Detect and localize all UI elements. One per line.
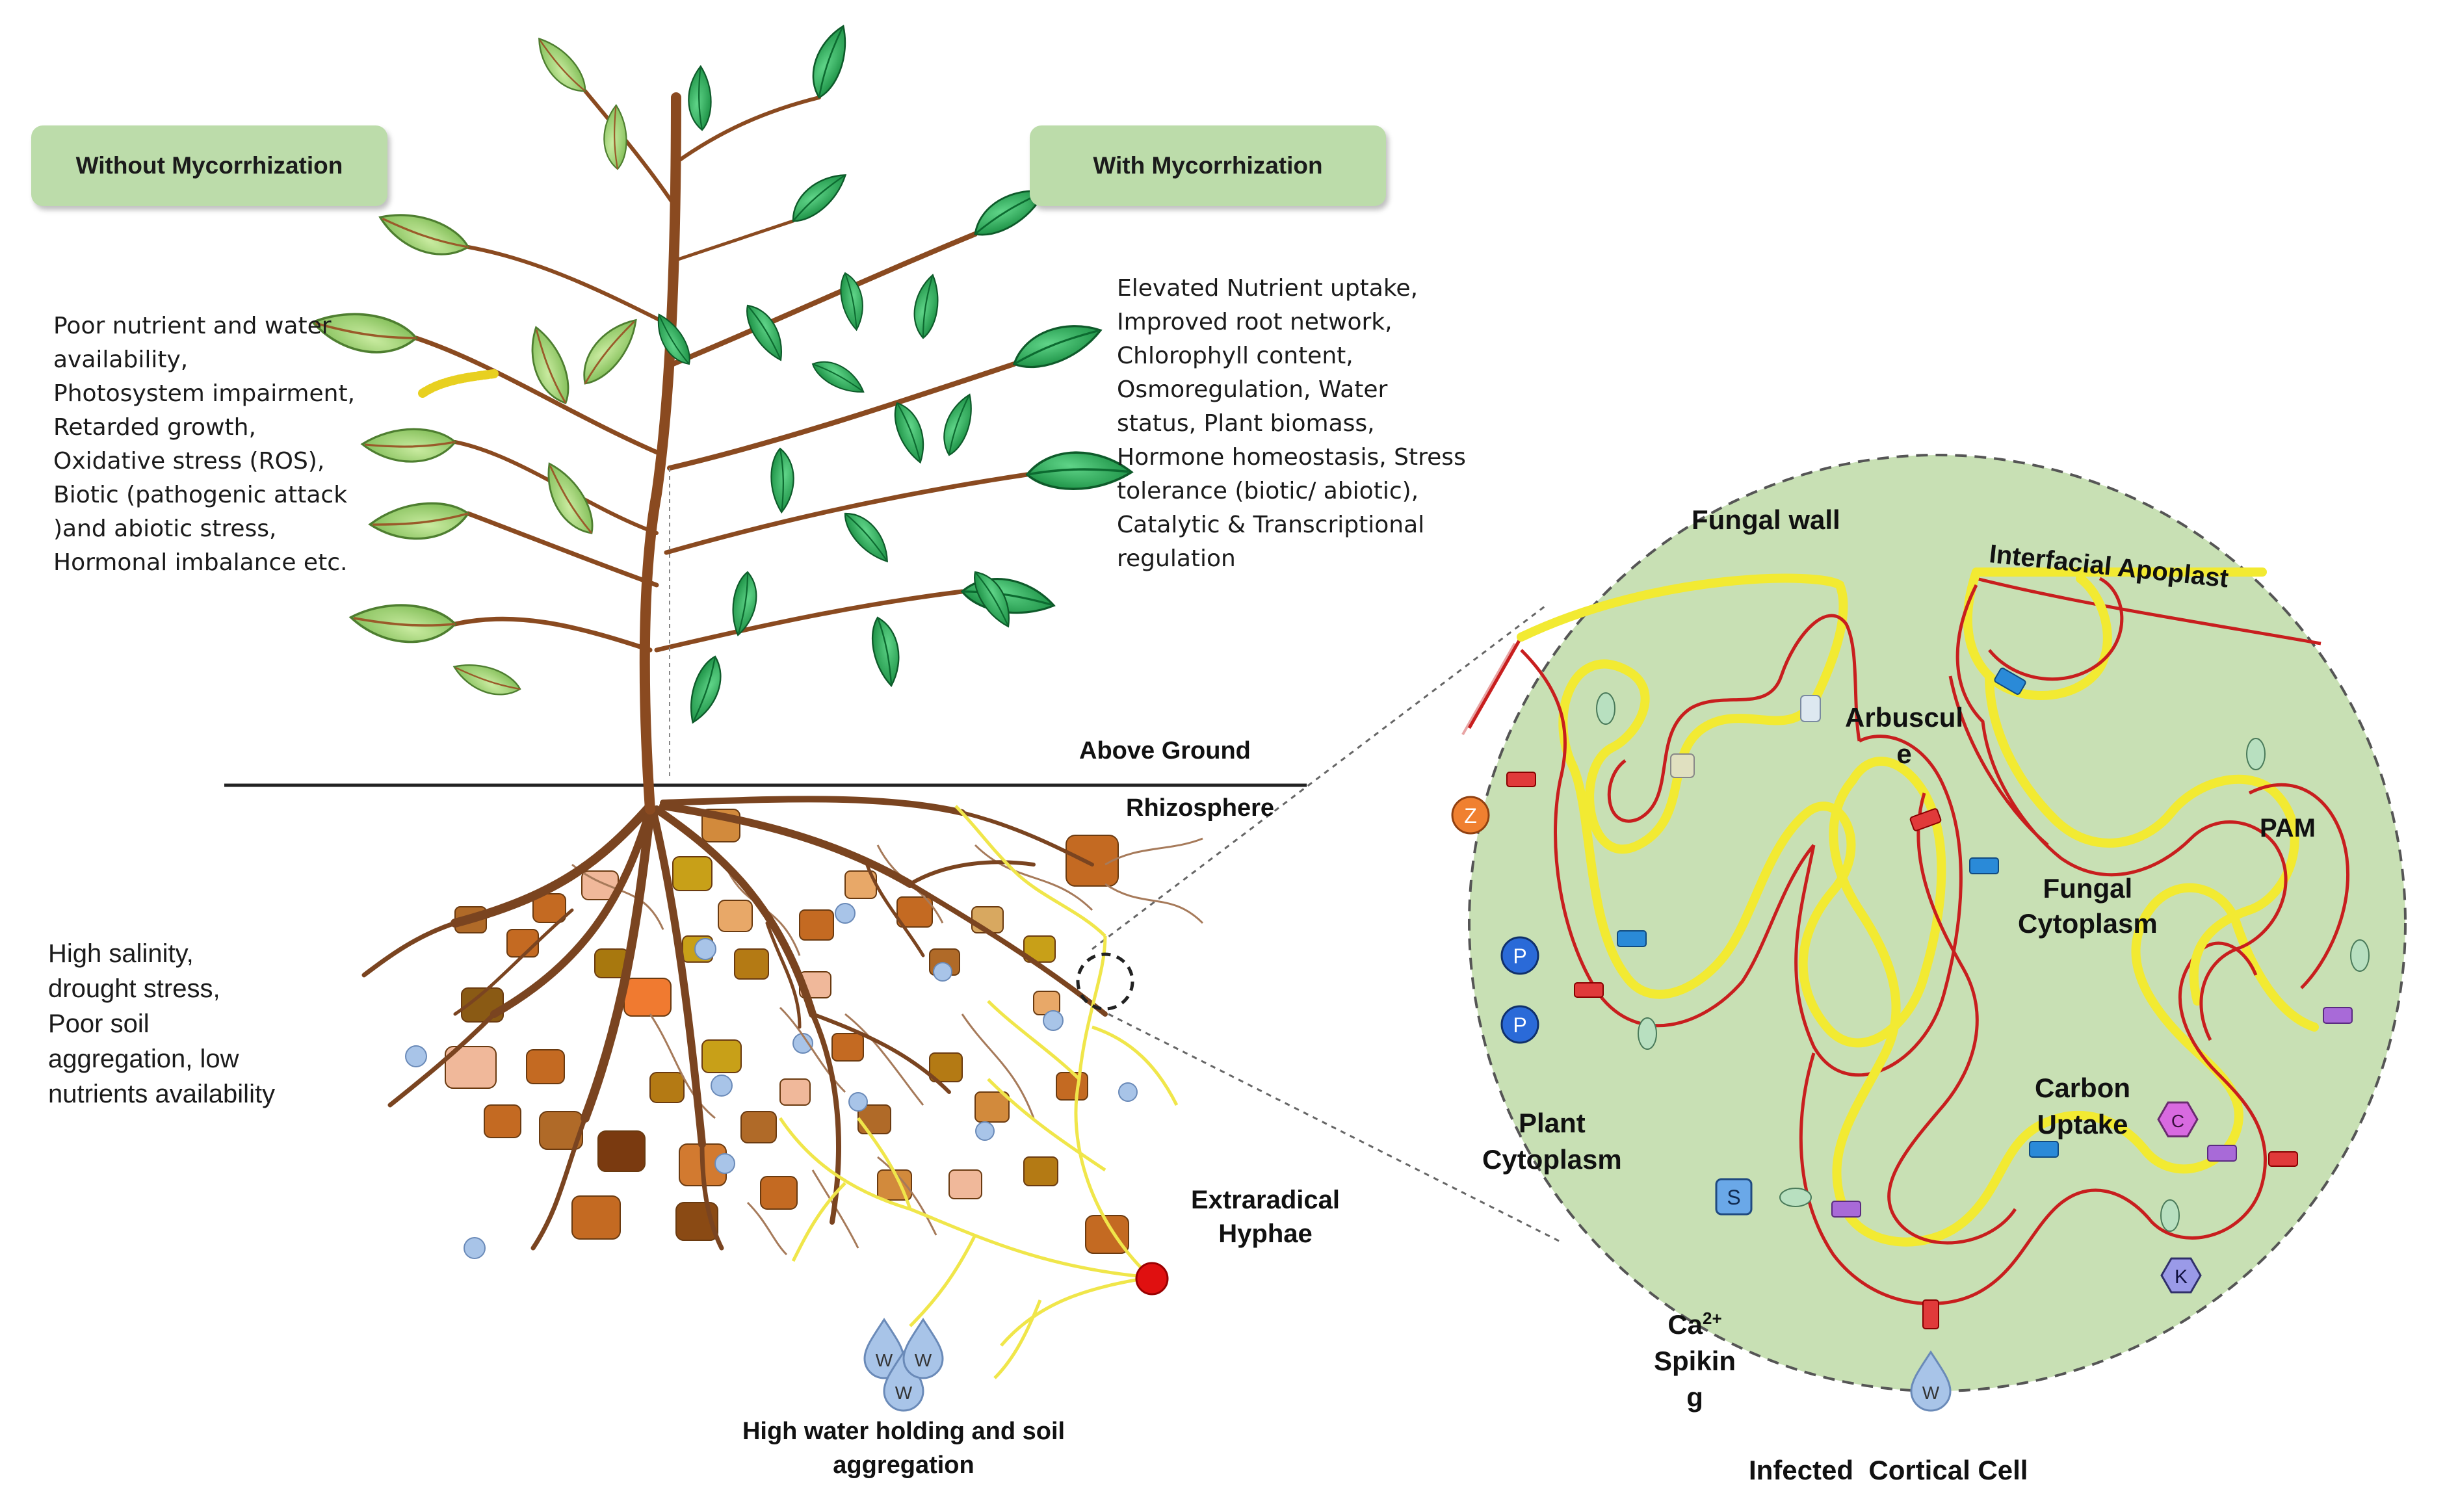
carbon-uptake-line-1: Carbon (2035, 1073, 2130, 1103)
with-effect: tolerance (biotic/ abiotic), (1117, 478, 1419, 504)
with-effect: regulation (1117, 545, 1236, 572)
droplet-w3: W (902, 1318, 944, 1379)
zoom-target-circle (1076, 952, 1134, 1011)
ion-p1: P (1500, 936, 1539, 975)
caterpillar-icon (418, 369, 499, 398)
soil-condition: drought stress, (48, 974, 220, 1003)
pam-label: PAM (2260, 814, 2316, 842)
ion-p2: P (1500, 1005, 1539, 1044)
with-effect: status, Plant biomass, (1117, 410, 1375, 437)
ion-s-label: S (1727, 1186, 1740, 1209)
with-effect: Catalytic & Transcriptional (1117, 512, 1425, 538)
without-effect: availability, (53, 346, 189, 373)
ion-k: K (2160, 1257, 2202, 1294)
droplet-w2-label: W (895, 1383, 913, 1403)
with-effect: Chlorophyll content, (1117, 343, 1353, 369)
without-effects-list: Poor nutrient and water availability, Ph… (53, 309, 355, 580)
hypha-tip (1135, 1262, 1169, 1296)
spiking-line-1: Spikin (1654, 1346, 1736, 1376)
without-effect: Poor nutrient and water (53, 313, 332, 339)
droplet-w1: W (863, 1318, 905, 1379)
ion-s: S (1715, 1178, 1753, 1216)
without-effect: Retarded growth, (53, 414, 256, 441)
rhizosphere-label: Rhizosphere (1126, 794, 1275, 822)
carbon-uptake-label: Carbon Uptake (2035, 1070, 2130, 1143)
water-holding-line-1: High water holding and soil (742, 1418, 1066, 1445)
with-effects-list: Elevated Nutrient uptake, Improved root … (1117, 272, 1466, 576)
fungal-cytoplasm-line-1: Fungal (2043, 873, 2133, 904)
droplet-w1-label: W (876, 1350, 893, 1370)
infected-cortical-cell-label: Infected Cortical Cell (1749, 1455, 2028, 1485)
without-effect: Oxidative stress (ROS), (53, 448, 325, 475)
with-effect: Improved root network, (1117, 309, 1392, 335)
main-roots (361, 796, 1108, 1251)
soil-condition: Poor soil (48, 1010, 150, 1038)
plant-cytoplasm-label: Plant Cytoplasm (1482, 1105, 1622, 1178)
extraradical-hyphae-label: Extraradical Hyphae (1191, 1183, 1340, 1251)
extraradical-line-1: Extraradical (1191, 1186, 1340, 1214)
fungal-cytoplasm-label: Fungal Cytoplasm (2018, 871, 2158, 941)
arbuscule-line-1: Arbuscul (1845, 702, 1964, 733)
without-effect: Photosystem impairment, (53, 380, 356, 407)
soil-condition: nutrients availability (48, 1080, 276, 1108)
arbuscule-line-2: e (1896, 738, 1912, 769)
with-effect: Osmoregulation, Water (1117, 376, 1388, 403)
ion-z-label: Z (1464, 804, 1477, 828)
ca-line: Ca2+ (1654, 1300, 1736, 1343)
ion-w: W (1910, 1350, 1952, 1412)
water-holding-label: High water holding and soil aggregation (715, 1414, 1092, 1482)
arbuscule-label: Arbuscul e (1845, 699, 1963, 772)
ion-z: Z (1451, 796, 1490, 835)
infected-cortical-cell: Z P P S C K W (1451, 454, 2407, 1412)
soil-particles (445, 809, 1129, 1254)
ion-k-label: K (2175, 1266, 2188, 1288)
extraradical-hyphae-lines (778, 805, 1179, 1379)
ion-p1-label: P (1513, 945, 1526, 968)
droplet-w2: W (883, 1350, 924, 1412)
soil-droplets (405, 903, 1138, 1259)
without-effect: Biotic (pathogenic attack (53, 482, 348, 508)
soil-conditions-list: High salinity, drought stress, Poor soil… (48, 936, 275, 1112)
soil-condition: aggregation, low (48, 1045, 239, 1073)
ca-superscript: 2+ (1703, 1309, 1722, 1328)
spiking-line-2: g (1686, 1382, 1703, 1413)
carbon-uptake-line-2: Uptake (2037, 1109, 2128, 1140)
droplet-w3-label: W (915, 1350, 932, 1370)
ca-text: Ca (1667, 1309, 1703, 1340)
ion-c: C (2157, 1101, 2199, 1138)
with-mycorrhization-label: With Mycorrhization (1030, 125, 1386, 206)
without-effect: )and abiotic stress, (53, 515, 277, 542)
fungal-cytoplasm-line-2: Cytoplasm (2018, 908, 2158, 939)
ion-c-label: C (2171, 1111, 2184, 1131)
zoom-lines (1092, 603, 1561, 1243)
plant-cytoplasm-line-2: Cytoplasm (1482, 1144, 1622, 1175)
transporters (1506, 668, 2370, 1329)
with-effect: Hormone homeostasis, Stress (1117, 444, 1466, 471)
ion-p2-label: P (1513, 1013, 1526, 1037)
water-holding-line-2: aggregation (833, 1452, 974, 1479)
with-effect: Elevated Nutrient uptake, (1117, 275, 1419, 302)
ca-spiking-label: Ca2+ Spikin g (1654, 1300, 1736, 1416)
water-droplets: W W W (863, 1318, 944, 1412)
plant-stem (413, 89, 1030, 815)
extraradical-line-2: Hyphae (1218, 1219, 1313, 1248)
fungal-wall-label: Fungal wall (1692, 504, 1840, 535)
ion-w-label: W (1922, 1383, 1940, 1403)
without-effect: Hormonal imbalance etc. (53, 549, 348, 576)
plant-cytoplasm-line-1: Plant (1519, 1108, 1586, 1138)
soil-condition: High salinity, (48, 939, 194, 968)
above-ground-label: Above Ground (1079, 737, 1251, 764)
without-mycorrhization-label: Without Mycorrhization (31, 125, 387, 206)
